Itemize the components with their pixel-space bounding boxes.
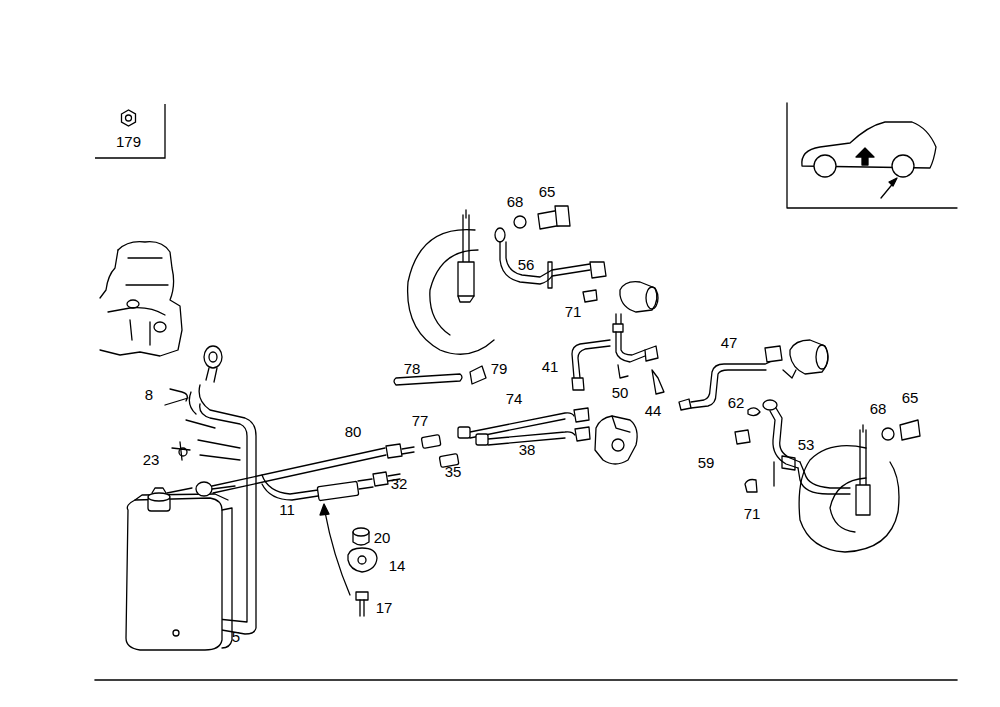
pump-housing [100, 242, 182, 356]
callout-number: 17 [375, 600, 394, 615]
callout-number: 56 [517, 257, 536, 272]
callout-number: 71 [564, 304, 583, 319]
callout-number: 179 [116, 134, 141, 149]
brake-distribution-lines [572, 314, 828, 410]
fittings-and-lines [394, 366, 590, 467]
reservoir-and-hoses [126, 346, 256, 650]
callout-number: 62 [727, 395, 746, 410]
callout-number: 78 [403, 361, 422, 376]
callout-number: 38 [518, 442, 537, 457]
bracket-outline [95, 104, 166, 159]
callout-number: 71 [743, 506, 762, 521]
callout-number: 53 [797, 437, 816, 452]
callout-number: 8 [144, 387, 154, 402]
callout-number: 50 [611, 385, 630, 400]
callout-number: 59 [697, 455, 716, 470]
pressure-and-return-lines [212, 444, 414, 595]
callout-number: 41 [541, 359, 560, 374]
location-inset [787, 103, 957, 208]
clamp-parts [348, 528, 377, 616]
callout-number: 68 [506, 194, 525, 209]
callout-number: 11 [278, 502, 296, 517]
callout-number: 74 [505, 391, 524, 406]
callout-number: 5 [231, 629, 241, 644]
callout-number: 23 [142, 452, 161, 467]
callout-number: 79 [490, 361, 509, 376]
callout-number: 80 [344, 424, 363, 439]
inset-box: 179 [95, 104, 166, 159]
callout-number: 20 [373, 530, 392, 545]
callout-number: 35 [444, 464, 463, 479]
callout-number: 14 [388, 558, 407, 573]
callout-number: 65 [538, 184, 557, 199]
callout-number: 68 [869, 401, 888, 416]
callout-number: 44 [644, 403, 663, 418]
callout-number: 77 [411, 413, 430, 428]
callout-number: 32 [390, 476, 409, 491]
valve-body [595, 416, 637, 464]
front-right-brake [735, 400, 920, 552]
callout-number: 47 [720, 335, 739, 350]
callout-number: 65 [901, 390, 920, 405]
footer-rule [95, 679, 957, 681]
